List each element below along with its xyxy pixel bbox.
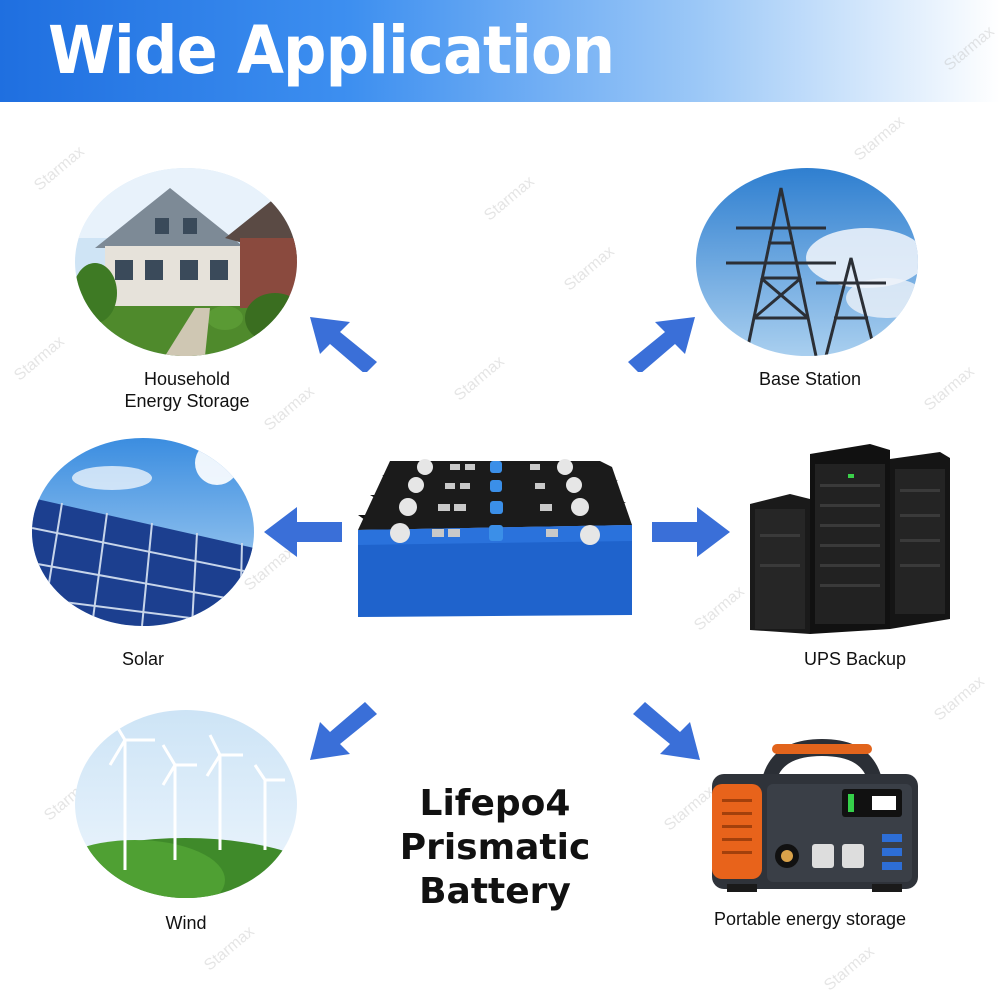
arrow-down-left-icon [310,702,377,760]
watermark: Starmax [851,112,908,165]
header-banner: Wide Application [0,0,1000,102]
solar-image [32,438,254,626]
watermark: Starmax [31,142,88,195]
arrow-left-icon [264,507,342,557]
wind-image [75,710,297,898]
product-title-line2: Battery [419,871,571,912]
solar-label: Solar [121,649,165,669]
watermark: Starmax [661,782,718,835]
arrow-down-right-icon [633,702,700,760]
arrow-up-left-icon [310,317,377,372]
watermark: Starmax [451,352,508,405]
wind-label: Wind [165,913,207,933]
arrow-right-icon [652,507,730,557]
household-label-line2: Energy Storage [124,391,250,411]
base-station-image [696,168,918,356]
watermark: Starmax [691,582,748,635]
ups-image [750,444,950,634]
watermark: Starmax [11,332,68,385]
watermark: Starmax [821,942,878,995]
household-label: Household Energy Storage [92,368,282,412]
watermark: Starmax [931,672,988,725]
household-image [75,168,297,356]
ups-label: UPS Backup [803,649,907,669]
watermark: Starmax [921,362,978,415]
battery-pack-image [350,455,650,620]
household-label-line1: Household [143,369,231,389]
watermark: Starmax [561,242,618,295]
portable-label: Portable energy storage [713,909,907,929]
arrow-up-right-icon [628,317,695,372]
base-station-label: Base Station [758,369,862,389]
product-title: Lifepo4 Prismatic Battery [325,782,665,914]
watermark: Starmax [481,172,538,225]
portable-image [712,734,918,894]
page-title: Wide Application [48,12,615,89]
product-title-line1: Lifepo4 Prismatic [399,783,591,868]
